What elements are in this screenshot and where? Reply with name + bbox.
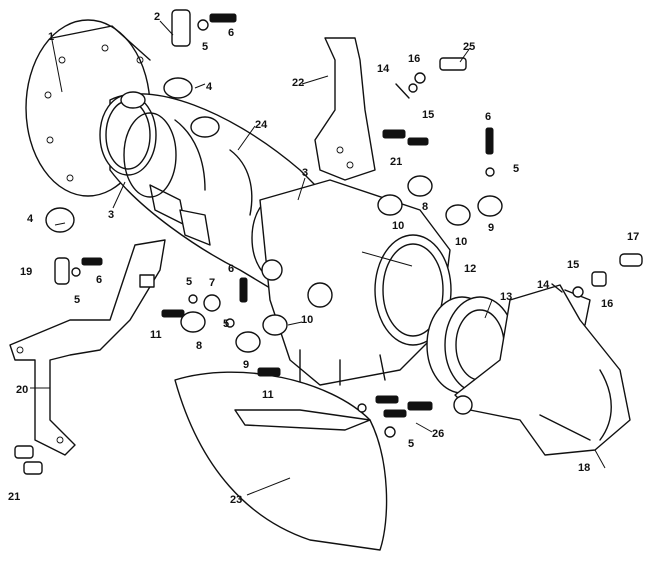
callout-6: 6 (228, 263, 234, 275)
callout-21: 21 (8, 491, 20, 503)
callout-15: 15 (422, 109, 434, 121)
callout-11: 11 (262, 389, 274, 401)
callout-7: 7 (209, 277, 215, 289)
callout-20: 20 (16, 384, 28, 396)
callout-9: 9 (243, 359, 249, 371)
callout-9: 9 (488, 222, 494, 234)
callout-4: 4 (206, 81, 213, 93)
callout-13: 13 (500, 291, 512, 303)
callout-12: 12 (464, 263, 476, 275)
leader-lines (30, 20, 606, 496)
part-12-axle-housing (259, 179, 452, 386)
callout-17: 17 (627, 231, 639, 243)
callout-2: 2 (154, 11, 160, 23)
callout-14: 14 (537, 279, 550, 291)
callout-5: 5 (223, 318, 229, 330)
callout-14: 14 (377, 63, 390, 75)
callout-25: 25 (463, 41, 475, 53)
callout-5: 5 (513, 163, 519, 175)
callout-18: 18 (578, 462, 590, 474)
callout-3: 3 (302, 167, 308, 179)
callout-6: 6 (485, 111, 491, 123)
part-23-mudguard (174, 371, 388, 551)
callout-26: 26 (432, 428, 444, 440)
callout-5: 5 (186, 276, 192, 288)
callout-3: 3 (108, 209, 114, 221)
callout-24: 24 (255, 119, 268, 131)
callout-labels: 1 2 3 3 4 4 5 5 5 5 5 5 6 6 6 6 7 8 8 9 … (8, 11, 639, 506)
part-20-arm (9, 239, 166, 456)
callout-8: 8 (196, 340, 202, 352)
callout-15: 15 (567, 259, 579, 271)
callout-5: 5 (74, 294, 80, 306)
callout-16: 16 (601, 298, 613, 310)
callout-16: 16 (408, 53, 420, 65)
callout-21: 21 (390, 156, 402, 168)
callout-19: 19 (20, 266, 32, 278)
callout-5: 5 (408, 438, 414, 450)
callout-6: 6 (228, 27, 234, 39)
callout-4: 4 (27, 213, 34, 225)
callout-10: 10 (392, 220, 404, 232)
callout-8: 8 (422, 201, 428, 213)
small-parts (14, 9, 643, 475)
callout-5: 5 (202, 41, 208, 53)
callout-10: 10 (301, 314, 313, 326)
callout-10: 10 (455, 236, 467, 248)
callout-1: 1 (48, 31, 54, 43)
callout-23: 23 (230, 494, 242, 506)
callout-11: 11 (150, 329, 162, 341)
callout-22: 22 (292, 77, 304, 89)
part-22-bracket (314, 37, 376, 181)
callout-6: 6 (96, 274, 102, 286)
